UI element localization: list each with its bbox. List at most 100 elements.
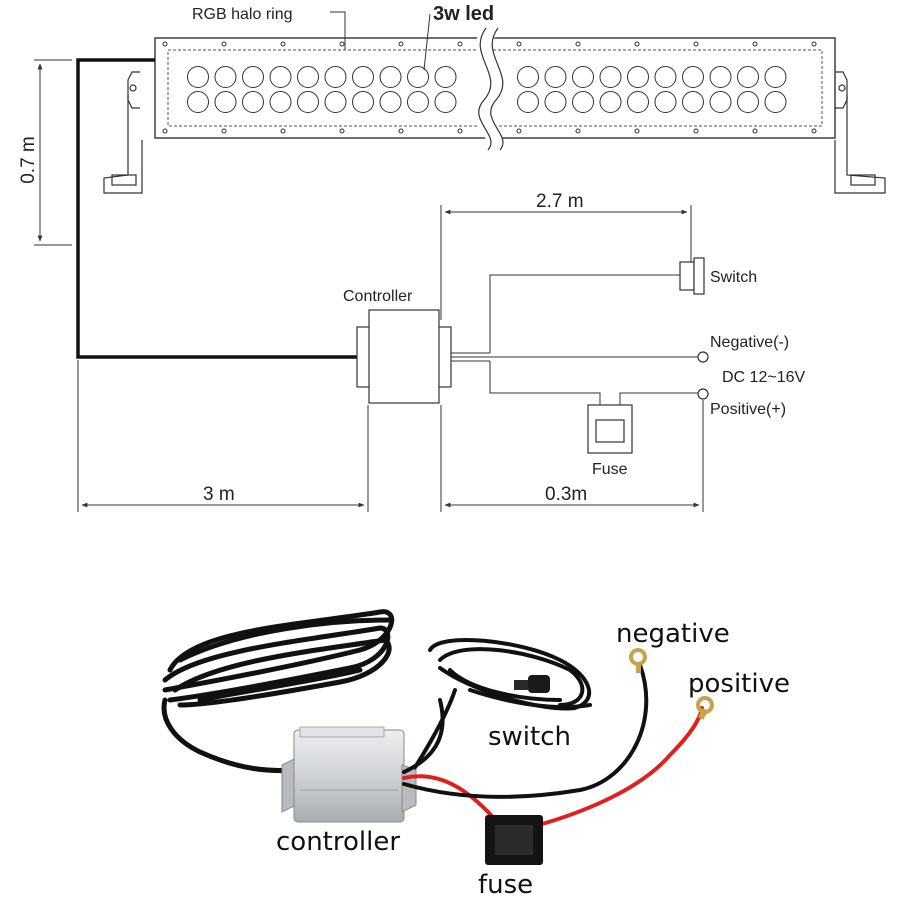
led-leader-line <box>423 13 431 71</box>
led-lens <box>599 66 622 88</box>
housing-screw <box>634 128 640 134</box>
photo-fuse-label: fuse <box>478 870 533 900</box>
led-lens <box>269 91 292 113</box>
housing-screw <box>162 128 168 134</box>
led-lens <box>709 91 732 113</box>
housing-screw <box>221 128 227 134</box>
break-mark <box>474 25 504 156</box>
led-lens <box>407 66 429 88</box>
housing-screw <box>516 128 522 134</box>
led-lens <box>352 91 374 113</box>
controller-label: Controller <box>343 288 413 305</box>
led-lens <box>407 91 429 113</box>
led-lens <box>709 66 732 88</box>
led-lens <box>654 91 677 113</box>
led-lens <box>517 66 539 88</box>
housing-screw <box>280 41 286 47</box>
led-lens <box>627 91 649 113</box>
negative-label: Negative(-) <box>710 334 789 351</box>
halo-leader-line <box>330 11 346 50</box>
led-lens <box>434 66 457 88</box>
led-lens <box>544 91 567 113</box>
positive-ring-terminal <box>696 696 714 720</box>
housing-screw <box>811 128 817 134</box>
controller-output-wires <box>402 663 704 852</box>
left-mount-bracket <box>103 71 143 194</box>
led-lens <box>737 91 759 113</box>
led-lens <box>187 66 209 88</box>
positive-label: Positive(+) <box>710 401 786 418</box>
housing-screw <box>339 128 345 134</box>
main-cable <box>76 58 360 359</box>
led-lens <box>242 91 264 113</box>
led-array <box>187 66 787 113</box>
switch-connector <box>514 675 550 693</box>
led-lens <box>599 91 622 113</box>
length-0-3m-label: 0.3m <box>545 484 587 505</box>
dimension-0-7m <box>34 59 72 246</box>
led-lens <box>324 91 347 113</box>
fuse-symbol <box>587 404 633 454</box>
harness-illustration <box>161 609 714 865</box>
photo-controller-label: controller <box>276 827 400 857</box>
rgb-halo-ring-label: RGB halo ring <box>192 6 293 23</box>
led-lens <box>242 66 264 88</box>
led-lens <box>682 66 704 88</box>
housing-screw <box>811 41 817 47</box>
led-lens <box>352 66 374 88</box>
photo-switch-label: switch <box>488 722 571 752</box>
housing-screw <box>221 41 227 47</box>
led-lens <box>434 91 457 113</box>
led-lens <box>544 66 567 88</box>
housing-screw <box>752 41 758 47</box>
housing-screw <box>339 41 345 47</box>
right-mount-bracket <box>834 71 886 194</box>
controller-box <box>356 309 452 404</box>
housing-screw <box>280 128 286 134</box>
housing-screw <box>457 128 463 134</box>
led-lens <box>654 66 677 88</box>
led-lens <box>324 66 347 88</box>
coiled-cable-bundle <box>161 609 395 774</box>
led-lens <box>379 66 402 88</box>
led-lens <box>764 66 787 88</box>
dimension-2-7m <box>440 205 692 320</box>
fuse-holder <box>485 815 543 865</box>
housing-screw <box>575 41 581 47</box>
dc-voltage-label: DC 12~16V <box>722 369 805 386</box>
output-wires <box>451 274 700 405</box>
led-light-bar <box>103 11 886 194</box>
housing-screws <box>162 41 817 134</box>
photo-negative-label: negative <box>616 619 730 649</box>
housing-screw <box>398 41 404 47</box>
housing-screw <box>693 41 699 47</box>
controller-unit <box>281 726 417 823</box>
housing-screw <box>693 128 699 134</box>
dimension-0-3m <box>440 400 704 512</box>
led-lens <box>517 91 539 113</box>
housing-screw <box>398 128 404 134</box>
photo-positive-label: positive <box>688 669 790 699</box>
housing-screw <box>575 128 581 134</box>
housing-screw <box>516 41 522 47</box>
led-lens <box>214 66 237 88</box>
housing-screw <box>634 41 640 47</box>
led-lens <box>572 91 594 113</box>
led-lens <box>297 91 319 113</box>
positive-terminal <box>697 388 709 400</box>
height-0-7m-label: 0.7 m <box>18 136 39 184</box>
housing-screw <box>162 41 168 47</box>
led-lens <box>187 91 209 113</box>
switch-label: Switch <box>710 269 757 286</box>
led-lens <box>269 66 292 88</box>
led-lens <box>297 66 319 88</box>
led-lens <box>627 66 649 88</box>
housing-screw <box>457 41 463 47</box>
led-lens <box>379 91 402 113</box>
led-lens <box>682 91 704 113</box>
length-3m-label: 3 m <box>203 484 235 505</box>
led-lens <box>572 66 594 88</box>
led-lens <box>764 91 787 113</box>
switch-symbol <box>679 257 705 295</box>
